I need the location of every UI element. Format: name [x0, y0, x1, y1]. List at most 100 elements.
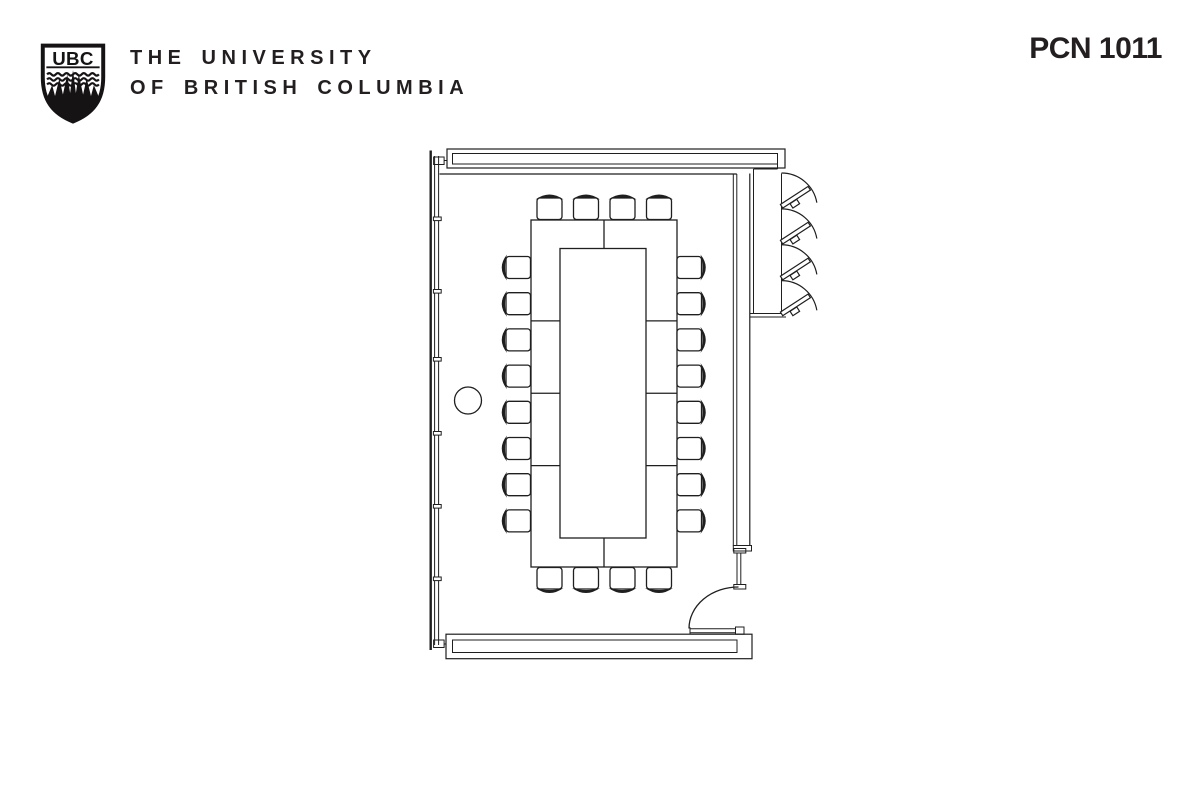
university-wordmark: THE UNIVERSITY OF BRITISH COLUMBIA [130, 43, 469, 103]
chair-back [572, 194, 600, 200]
chair-back [645, 194, 673, 200]
table-dividers [531, 220, 677, 567]
chair-seat [676, 255, 703, 280]
chair-bottom [535, 566, 564, 593]
chair-seat [505, 292, 532, 316]
chair-seat [505, 328, 532, 352]
chair-seat [609, 197, 636, 221]
chair-back [501, 363, 507, 390]
table-inner-edge [559, 247, 647, 539]
chair-back [608, 194, 637, 200]
chair-back [608, 588, 637, 593]
chair-right [676, 471, 706, 498]
chair-seat [505, 400, 532, 424]
chair-seat [645, 197, 673, 221]
mullion-tick [432, 431, 442, 436]
chair-seat [572, 566, 600, 590]
chair-back [501, 254, 507, 281]
room-walls [429, 148, 786, 660]
window-pane [779, 257, 812, 281]
chair-seat [676, 364, 703, 388]
mullion-tick [432, 289, 442, 294]
chair-left [501, 399, 532, 426]
chair-seat [505, 473, 532, 497]
chair-left [501, 435, 532, 462]
casement-window [779, 208, 818, 245]
crest-acronym: UBC [52, 48, 94, 69]
chair-seat [676, 328, 703, 352]
chair-top [608, 194, 637, 221]
chair-seat [676, 473, 703, 497]
chair-right [676, 363, 706, 390]
mullion-tick [432, 216, 442, 222]
chair-right [676, 326, 706, 353]
chair-seat [536, 566, 563, 590]
chair-back [645, 588, 673, 593]
chair-back [535, 588, 564, 593]
conference-table [530, 219, 678, 568]
university-name-line2: OF BRITISH COLUMBIA [130, 77, 470, 99]
column-circle [453, 386, 483, 415]
chair-left [501, 471, 532, 498]
casement-window [779, 244, 818, 281]
door [688, 548, 747, 629]
door-threshold-wall [689, 626, 745, 635]
mullion-tick [432, 576, 442, 582]
wall-top-inner [452, 153, 778, 165]
door-jamb-top-cap [733, 548, 747, 554]
chairs [501, 194, 706, 593]
window-swing-arc [781, 172, 818, 203]
window-mullions [432, 216, 442, 582]
chair-seat [505, 509, 532, 533]
chair-back [700, 507, 706, 534]
wall-top-notch [753, 164, 778, 174]
window-pane [779, 185, 812, 209]
casement-window [779, 280, 818, 317]
chair-seat [505, 255, 532, 280]
chair-left [501, 254, 532, 281]
chair-back [501, 435, 507, 462]
chair-back [572, 588, 600, 593]
window-pane [779, 221, 812, 245]
chair-top [572, 194, 600, 221]
chair-back [501, 326, 507, 353]
chair-seat [609, 566, 636, 590]
chair-back [501, 290, 507, 317]
chair-back [700, 435, 706, 462]
chair-bottom [572, 566, 600, 593]
chair-bottom [645, 566, 673, 593]
wall-bottom-outer [445, 633, 753, 660]
wall-top-outer [446, 148, 786, 169]
wall-left-joins [444, 160, 447, 645]
chair-back [501, 507, 507, 534]
chair-right [676, 507, 706, 534]
room-code-label: PCN 1011 [1029, 32, 1162, 65]
casement-windows [779, 172, 818, 317]
chair-back [700, 363, 706, 390]
chair-seat [505, 436, 532, 461]
wall-bottom-inner [452, 639, 738, 653]
chair-back [501, 399, 507, 426]
chair-back [700, 254, 706, 281]
window-swing-arc [781, 244, 818, 275]
university-name-line1: THE UNIVERSITY [130, 47, 377, 69]
chair-right [676, 399, 706, 426]
chair-seat [676, 400, 703, 424]
chair-right [676, 435, 706, 462]
brand: UBC THE UNIVERSITY OF BRITISH COLUMBIA [37, 42, 469, 124]
chair-bottom [608, 566, 637, 593]
mullion-tick [432, 357, 442, 362]
chair-back [700, 290, 706, 317]
crest-sun-rays [46, 70, 100, 121]
chair-left [501, 507, 532, 534]
ubc-crest-logo: UBC [40, 43, 106, 124]
chair-left [501, 326, 532, 353]
chair-seat [572, 197, 600, 221]
chair-seat [645, 566, 673, 590]
chair-top [645, 194, 673, 221]
door-swing-arc [688, 586, 739, 629]
chair-right [676, 254, 706, 281]
window-bay-wall [749, 173, 786, 318]
window-pane [779, 293, 812, 317]
